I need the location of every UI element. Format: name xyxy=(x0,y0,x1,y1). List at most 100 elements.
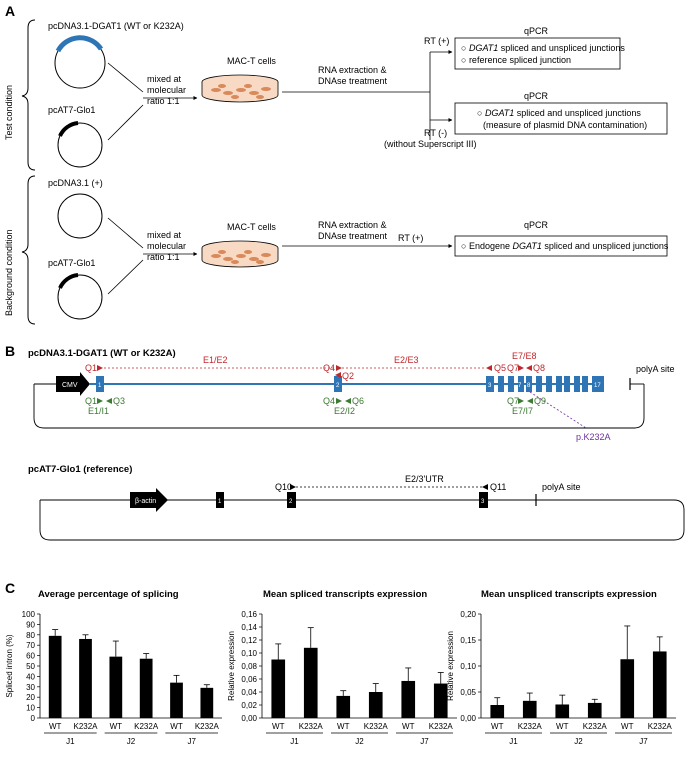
x-tick-label: WT xyxy=(49,722,62,731)
construct1-backbone xyxy=(33,384,645,429)
bar xyxy=(336,695,351,718)
y-tick-label: 0,14 xyxy=(241,623,257,632)
y-tick-label: 30 xyxy=(26,683,35,692)
group-label: J7 xyxy=(639,737,648,746)
background-mix-line-bottom xyxy=(107,259,144,295)
y-tick-label: 0,02 xyxy=(241,701,257,710)
construct1-title: pcDNA3.1-DGAT1 (WT or K232A) xyxy=(28,348,176,359)
test-qpcr2-item2: (measure of plasmid DNA contamination) xyxy=(483,120,647,130)
background-plasmid1-label: pcDNA3.1 (+) xyxy=(48,178,103,188)
test-qpcr1-item1: ○ DGAT1 spliced and unspliced junctions xyxy=(461,43,625,53)
test-rt-plus-label: RT (+) xyxy=(424,36,449,46)
bar xyxy=(522,700,537,718)
primer-green-q4: Q4 xyxy=(323,396,335,406)
primer-q11-arrow xyxy=(482,484,488,490)
amplicon-e1i1-label: E1/I1 xyxy=(88,406,109,416)
glo1-exon-2 xyxy=(287,492,296,508)
background-mix-line3: ratio 1:1 xyxy=(147,252,180,262)
test-plasmid1-label: pcDNA3.1-DGAT1 (WT or K232A) xyxy=(48,21,184,31)
y-tick-label: 0,10 xyxy=(241,649,257,658)
exon-8-label: 8 xyxy=(527,383,531,389)
background-bracket xyxy=(21,175,36,325)
primer-red-q5-arrow xyxy=(486,365,492,371)
y-tick-label: 0,10 xyxy=(460,662,476,671)
y-axis-label: Relative expression xyxy=(227,631,236,701)
amplicon-e7e8-label: E7/E8 xyxy=(512,351,537,361)
x-tick-label: K232A xyxy=(364,722,389,731)
bar xyxy=(433,683,448,718)
y-axis-label: Spliced intron (%) xyxy=(5,634,14,697)
y-tick-label: 100 xyxy=(22,610,36,619)
test-bracket xyxy=(21,19,36,171)
primer-red-q5: Q5 xyxy=(494,363,506,373)
primer-green-q1: Q1 xyxy=(85,396,97,406)
test-rt-minus-label: RT (-) xyxy=(424,128,447,138)
y-tick-label: 0,20 xyxy=(460,610,476,619)
primer-red-q2-arrow xyxy=(335,372,341,378)
test-qpcr1-box xyxy=(454,37,621,70)
y-tick-label: 0,04 xyxy=(241,688,257,697)
background-extraction-line2: DNAse treatment xyxy=(318,231,388,241)
x-tick-label: K232A xyxy=(583,722,608,731)
background-plasmid2-label: pcAT7-Glo1 xyxy=(48,258,95,268)
primer-green-q6-arrow xyxy=(345,398,351,404)
primer-green-q3-arrow xyxy=(106,398,112,404)
background-plasmid2-insert xyxy=(58,273,79,289)
background-condition-label: Background condition xyxy=(4,229,14,316)
primer-q10: Q10 xyxy=(275,482,292,492)
glo1-exon-3 xyxy=(479,492,488,508)
exon-17-label: 17 xyxy=(594,383,601,389)
test-qpcr2-title: qPCR xyxy=(524,91,549,101)
primer-red-q7: Q7 xyxy=(507,363,519,373)
exon-1 xyxy=(96,376,104,392)
dgat1-exon-cluster xyxy=(486,376,604,392)
construct2-backbone xyxy=(39,499,685,541)
group-label: J2 xyxy=(127,737,136,746)
y-axis-label: Relative expression xyxy=(446,631,455,701)
bar xyxy=(652,651,667,718)
primer-q10-arrow xyxy=(290,484,296,490)
test-cells-dots xyxy=(211,84,271,99)
y-tick-label: 0,16 xyxy=(241,610,257,619)
primer-green-q4-arrow xyxy=(336,398,342,404)
test-mix-line-top xyxy=(107,62,144,93)
y-tick-label: 0,05 xyxy=(460,688,476,697)
test-qpcr2-item1: ○ DGAT1 spliced and unspliced junctions xyxy=(477,108,641,118)
x-tick-label: WT xyxy=(556,722,569,731)
exon-1-label: 1 xyxy=(98,383,102,389)
background-plasmid1-circle xyxy=(57,193,103,239)
primer-green-q1-arrow xyxy=(97,398,103,404)
background-mix-line2: molecular xyxy=(147,241,186,251)
primer-green-q9-arrow xyxy=(527,398,533,404)
x-tick-label: WT xyxy=(272,722,285,731)
y-tick-label: 0,15 xyxy=(460,636,476,645)
test-rt-minus-note: (without Superscript III) xyxy=(384,139,477,149)
amplicon-e2utr-label: E2/3'UTR xyxy=(405,474,444,484)
group-label: J7 xyxy=(187,737,196,746)
background-qpcr-box xyxy=(454,235,668,257)
primer-red-q1-arrow xyxy=(97,365,103,371)
test-qpcr2-box xyxy=(454,102,668,135)
chart3-title: Mean unspliced transcripts expression xyxy=(481,589,657,600)
y-tick-label: 70 xyxy=(26,641,35,650)
y-tick-label: 0,06 xyxy=(241,675,257,684)
test-plasmid1-insert xyxy=(55,35,104,53)
test-plasmid2-insert xyxy=(58,121,79,137)
x-tick-label: WT xyxy=(110,722,123,731)
bactin-promoter-label: β-actin xyxy=(135,498,156,505)
y-tick-label: 0,12 xyxy=(241,636,257,645)
construct1-polya-label: polyA site xyxy=(636,364,675,374)
bar xyxy=(490,705,505,718)
amplicon-e1e2-label: E1/E2 xyxy=(203,355,228,365)
panel-b-label: B xyxy=(5,343,15,359)
amplicon-e7i7-label: E7/I7 xyxy=(512,406,533,416)
primer-red-q1: Q1 xyxy=(85,363,97,373)
background-mix-line1: mixed at xyxy=(147,230,182,240)
chart2-title: Mean spliced transcripts expression xyxy=(263,589,427,600)
test-mix-line2: molecular xyxy=(147,85,186,95)
test-plasmid2-circle xyxy=(57,122,103,168)
primer-red-q8: Q8 xyxy=(533,363,545,373)
primer-q11: Q11 xyxy=(490,482,506,492)
bar xyxy=(271,659,286,718)
